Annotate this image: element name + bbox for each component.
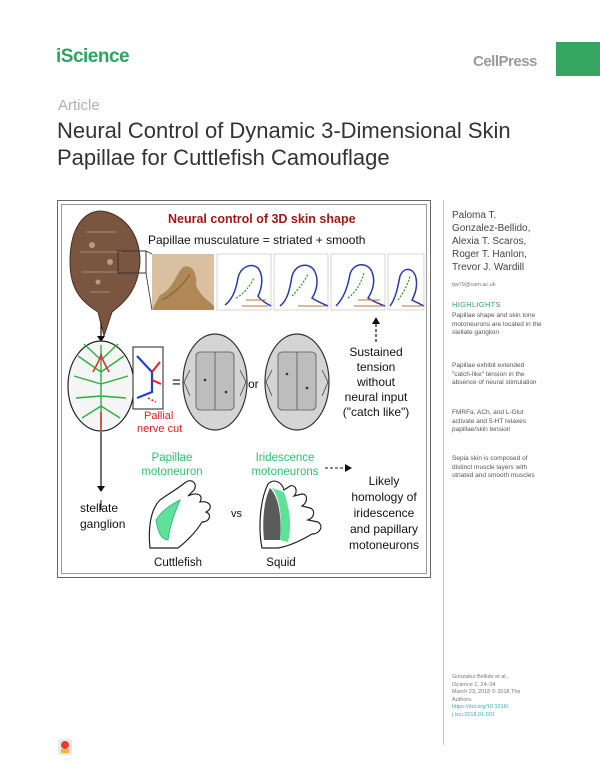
- citation-line: Gonzalez-Bellido et al.,: [452, 674, 509, 680]
- highlight-item: FMRFa, ACh, and L-Glut activate and 5-HT…: [452, 409, 526, 433]
- likely-homology-text: Likely homology of iridescence and papil…: [349, 474, 419, 552]
- author-line: Trevor J. Wardill: [452, 262, 525, 273]
- citation-line: iScience 1, 24–34: [452, 681, 496, 688]
- vs-label: vs: [231, 508, 243, 520]
- publisher-logo: CellPress: [473, 53, 537, 70]
- highlights-heading: HIGHLIGHTS: [452, 300, 501, 309]
- doi-link[interactable]: j.isci.2018.01.001: [452, 711, 495, 718]
- pallial-nerve-cut-inset: [132, 346, 164, 410]
- article-title: Neural Control of Dynamic 3-Dimensional …: [57, 117, 537, 171]
- iridescence-moto-label-1: Iridescence: [256, 452, 315, 464]
- author-line: Paloma T.: [452, 210, 497, 221]
- graphical-abstract-frame: [57, 200, 431, 578]
- or-label: or: [248, 377, 259, 391]
- graphical-abstract-inner-frame: [61, 204, 427, 574]
- papilla-muscle-diagram-3: [330, 253, 386, 311]
- equals-sign: =: [172, 374, 181, 391]
- author-line: Alexia T. Scaros,: [452, 236, 527, 247]
- stellate-label-1: stellate: [80, 501, 118, 515]
- zoom-box: [117, 250, 147, 274]
- author-line: Roger T. Hanlon,: [452, 249, 527, 260]
- sidebar-divider: [443, 200, 444, 745]
- journal-name: iScience: [56, 46, 130, 67]
- ga-heading: Neural control of 3D skin shape: [168, 212, 356, 226]
- citation-block: Gonzalez-Bellido et al., iScience 1, 24–…: [452, 674, 552, 719]
- svg-text:tension: tension: [357, 360, 396, 374]
- svg-text:Sustained: Sustained: [349, 345, 402, 359]
- svg-text:homology of: homology of: [351, 490, 417, 504]
- title-line-1: Neural Control of Dynamic 3-Dimensional …: [57, 118, 511, 143]
- author-line: Gonzalez-Bellido,: [452, 223, 531, 234]
- journal-color-bar: [556, 42, 600, 76]
- stellate-label-2: ganglion: [80, 517, 125, 531]
- author-list: Paloma T. Gonzalez-Bellido, Alexia T. Sc…: [452, 209, 530, 274]
- papilla-photo: [152, 254, 214, 310]
- mantle-diagram-2: [264, 333, 330, 431]
- doi-link[interactable]: https://doi.org/10.1016/: [452, 704, 509, 710]
- cuttlefish-label: Cuttlefish: [154, 557, 202, 569]
- article-type: Article: [58, 97, 100, 114]
- ga-subheading: Papillae musculature = striated + smooth: [148, 233, 365, 247]
- svg-text:("catch like"): ("catch like"): [343, 405, 410, 419]
- papillae-moto-label-2: motoneuron: [141, 466, 202, 478]
- citation-line: March 23, 2018 © 2018 The: [452, 689, 521, 695]
- pallial-label-2: nerve cut: [137, 423, 182, 435]
- cuttlefish-ganglion-diagram: [148, 480, 211, 549]
- svg-text:motoneurons: motoneurons: [349, 538, 419, 552]
- cuttlefish-nerve-diagram: [67, 340, 135, 432]
- mantle-diagram-1: [182, 333, 248, 431]
- highlight-item: Papillae shape and skin tone motoneurons…: [452, 312, 542, 336]
- highlight-item: Papillae exhibit extended "catch-like" t…: [452, 362, 537, 386]
- check-for-updates-icon[interactable]: [58, 739, 72, 755]
- pallial-label-1: Pallial: [144, 410, 173, 422]
- svg-text:Likely: Likely: [369, 474, 400, 488]
- squid-label: Squid: [266, 557, 295, 569]
- papillae-moto-label-1: Papillae: [152, 452, 193, 464]
- corresponding-email[interactable]: tjw79@cam.ac.uk: [452, 282, 496, 288]
- svg-text:iridescence: iridescence: [354, 506, 415, 520]
- iridescence-moto-label-2: motoneurons: [251, 466, 318, 478]
- papilla-muscle-diagram-1: [216, 253, 272, 311]
- citation-line: Authors.: [452, 696, 473, 703]
- papilla-muscle-diagram-2: [273, 253, 329, 311]
- svg-text:and papillary: and papillary: [350, 522, 418, 536]
- squid-ganglion-diagram: [259, 480, 322, 549]
- sustained-tension-text: Sustained tension without neural input (…: [343, 345, 410, 419]
- svg-text:without: without: [356, 375, 396, 389]
- highlight-item: Sepia skin is composed of distinct muscl…: [452, 455, 535, 479]
- papilla-muscle-diagram-4: [387, 253, 425, 311]
- title-line-2: Papillae for Cuttlefish Camouflage: [57, 145, 390, 170]
- svg-text:neural input: neural input: [345, 390, 408, 404]
